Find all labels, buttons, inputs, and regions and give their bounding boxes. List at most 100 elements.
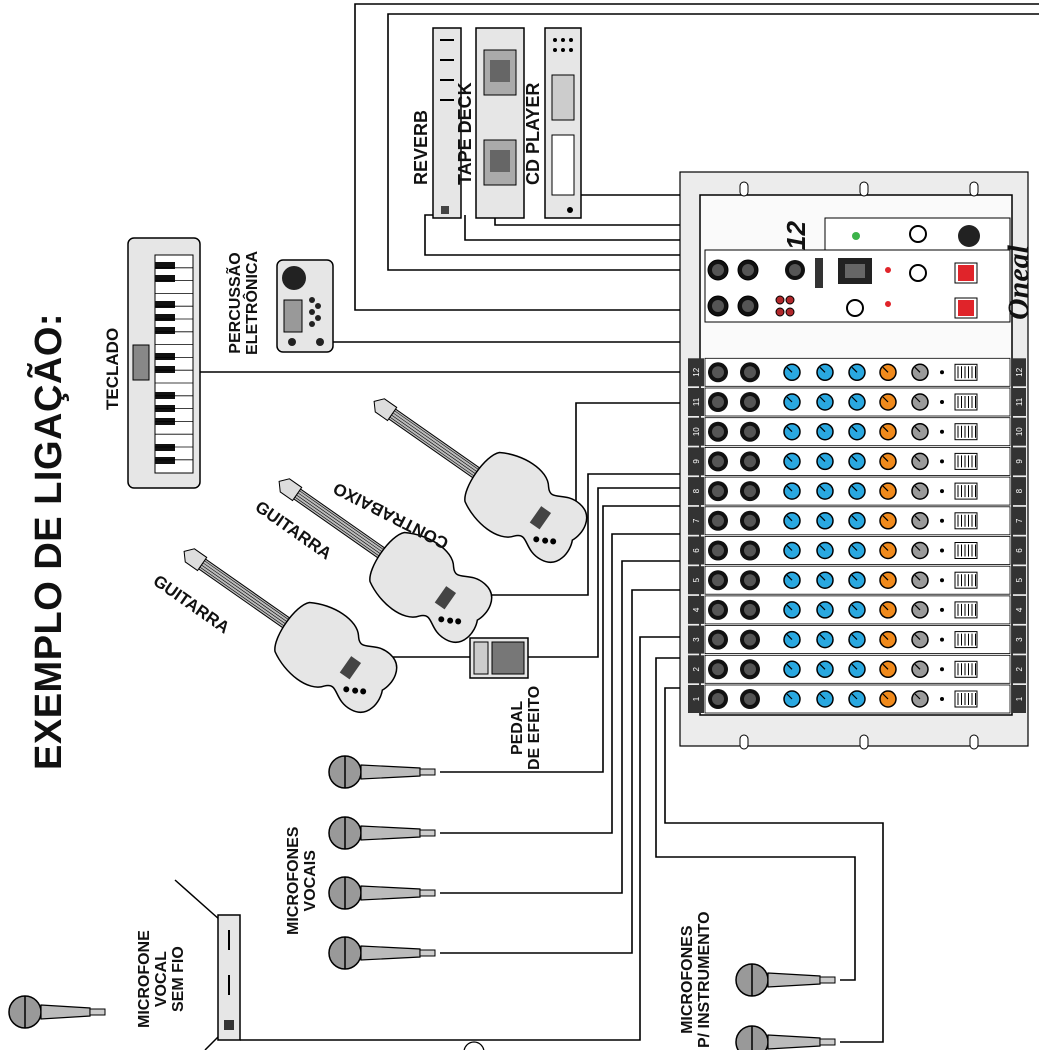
rca-jack	[785, 307, 795, 317]
channel-number-right: 2	[1015, 667, 1024, 672]
label-keyboard: TECLADO	[103, 327, 122, 410]
channel-number: 2	[692, 667, 701, 672]
knob-pointer	[786, 574, 793, 581]
guitar-knob	[550, 538, 557, 545]
master-led	[885, 301, 891, 307]
channel-led	[940, 489, 944, 494]
cables	[200, 3, 1039, 1043]
knob-pointer	[914, 693, 921, 700]
master-jack-inner	[789, 264, 801, 276]
rack-slot	[859, 734, 869, 750]
mic-connector	[819, 1038, 836, 1046]
knob-pointer	[851, 485, 858, 492]
channel-number-box	[688, 595, 704, 624]
channel-number-box	[688, 447, 704, 476]
line-input-inner	[744, 693, 756, 705]
channel-number-right: 9	[1015, 459, 1024, 464]
knob-pointer	[914, 515, 921, 522]
channel-number: 3	[692, 637, 701, 642]
knob-pointer	[819, 485, 826, 492]
rack-slot	[969, 734, 979, 750]
master-jack-inner	[742, 264, 754, 276]
guitar-body	[369, 531, 493, 643]
guitar-body	[464, 451, 588, 563]
channel-number-box	[688, 625, 704, 654]
rca-jack	[775, 295, 785, 305]
knob-pointer	[882, 545, 889, 551]
line-input-inner	[744, 633, 756, 646]
guitar-1	[183, 548, 398, 713]
guitar-knob	[360, 688, 367, 695]
cable-mic-4	[440, 589, 715, 954]
channel-number-box	[688, 536, 704, 565]
black-key	[155, 301, 175, 308]
wireless-mic	[8, 995, 106, 1029]
knob-pointer	[819, 604, 826, 611]
rack-slot	[739, 734, 749, 750]
channel-number-box-right	[1012, 358, 1026, 387]
black-key	[155, 314, 175, 321]
mic-connector	[419, 829, 436, 837]
channel-number-right: 11	[1015, 397, 1024, 406]
master-jack-inner	[712, 264, 724, 276]
knob-pointer	[819, 574, 826, 581]
cable-reverb-out	[424, 214, 715, 256]
knob-pointer	[851, 426, 858, 433]
knob-pointer	[882, 663, 889, 670]
knob-pointer	[914, 426, 921, 433]
guitar-knob	[455, 618, 462, 625]
guitar-bridge	[339, 656, 362, 680]
knob-pointer	[882, 574, 889, 581]
channel-led	[940, 370, 944, 375]
label-pedal: PEDAL DE EFEITO	[509, 685, 543, 770]
xlr-input-inner	[712, 485, 724, 498]
channel-strip-11: 11 11	[688, 387, 1026, 417]
channel-number-box-right	[1012, 625, 1026, 654]
phones-knob	[909, 225, 927, 243]
channel-number: 6	[692, 548, 701, 553]
cable-bass	[575, 402, 715, 512]
label-instrument-mics: MICROFONES P/ INSTRUMENTO	[679, 911, 713, 1048]
channel-number: 11	[692, 397, 701, 406]
mic-connector	[419, 768, 436, 776]
channel-number-box-right	[1012, 655, 1026, 684]
channel-number: 8	[692, 488, 701, 493]
knob-pointer	[914, 396, 921, 403]
keyboard-keys	[155, 254, 193, 464]
channel-number-box-right	[1012, 477, 1026, 506]
guitar-body	[274, 601, 398, 713]
xlr-input-inner	[712, 663, 724, 676]
cable-instrument-mic-1	[655, 657, 856, 981]
knob-pointer	[851, 396, 858, 403]
line-input-inner	[744, 544, 756, 557]
line-input-inner	[744, 574, 756, 587]
black-key	[155, 366, 175, 373]
rca-jack	[775, 307, 785, 317]
channel-number-box-right	[1012, 417, 1026, 446]
label-vocal-mics: MICROFONES VOCAIS	[285, 826, 319, 935]
black-key	[155, 327, 175, 334]
rack-slot	[969, 181, 979, 197]
knob-pointer	[914, 485, 921, 492]
xlr-input-inner	[712, 693, 724, 705]
knob-pointer	[914, 455, 921, 462]
knob-pointer	[819, 515, 826, 522]
channel-number-box	[688, 477, 704, 506]
guitar-knob	[343, 686, 350, 693]
black-key	[155, 275, 175, 282]
label-reverb: REVERB	[411, 109, 431, 185]
channel-led	[940, 667, 944, 672]
black-key	[155, 262, 175, 269]
effect-pedal	[469, 637, 529, 679]
knob-pointer	[882, 426, 889, 433]
mixer-brand: Oneal	[1002, 245, 1035, 320]
xlr-input-inner	[712, 544, 724, 557]
keyboard-instrument	[127, 237, 201, 489]
xlr-input-inner	[712, 574, 724, 587]
mic-connector	[419, 949, 436, 957]
